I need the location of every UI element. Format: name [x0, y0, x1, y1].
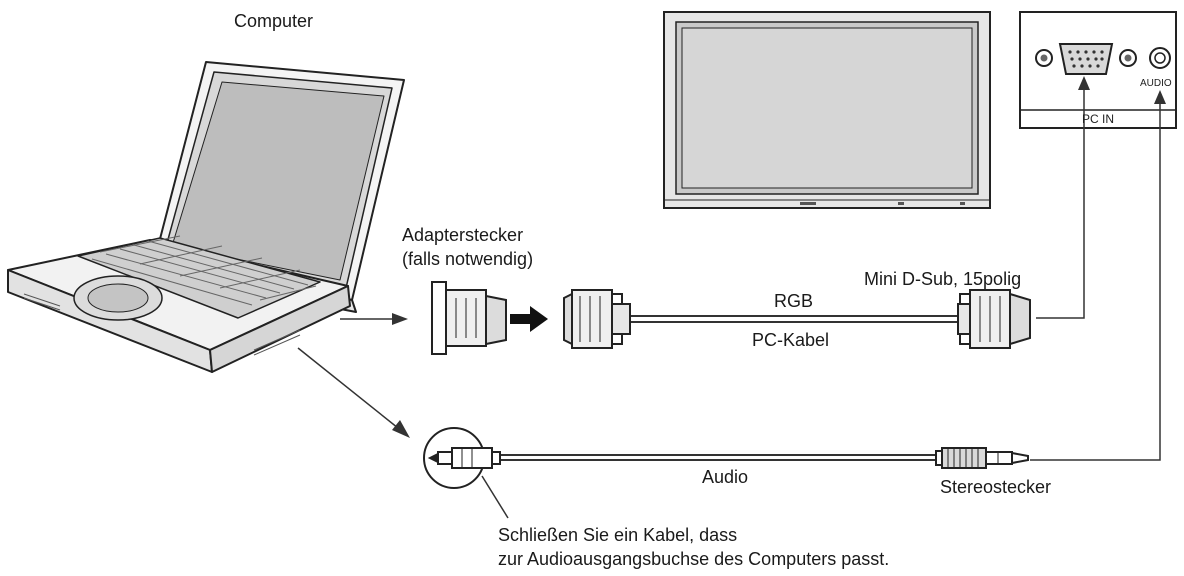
vga-plug-icon [563, 289, 631, 349]
stereo-plug-label: Stereostecker [940, 477, 1052, 497]
audio-port-label: AUDIO [1140, 78, 1172, 89]
audio-link-line [1030, 100, 1161, 461]
vga-link-line [1036, 84, 1085, 319]
adapter-label-line2: (falls notwendig) [402, 249, 534, 269]
note-line1: Schließen Sie ein Kabel, dass [498, 525, 738, 545]
vga-plug-icon [957, 289, 1031, 349]
computer-label: Computer [234, 11, 314, 31]
audio-jack-icon [935, 447, 1029, 469]
arrow-icon [510, 306, 548, 332]
pc-in-label: PC IN [1082, 112, 1115, 126]
rgb-cable [630, 315, 958, 323]
mini-dsub-label: Mini D-Sub, 15polig [864, 269, 1022, 289]
laptop-icon [7, 61, 405, 373]
audio-cable [498, 454, 936, 461]
arrow-icon [1154, 90, 1166, 104]
arrow-icon [1078, 76, 1090, 90]
arrow-icon [340, 313, 408, 325]
connector-panel-icon [1019, 11, 1177, 129]
display-icon [663, 11, 991, 209]
rgb-label: RGB [774, 291, 814, 311]
arrow-icon [297, 347, 410, 438]
audio-label: Audio [702, 467, 749, 487]
adapter-label-line1: Adapterstecker [402, 225, 524, 245]
note-leader-line [481, 475, 509, 519]
adapter-plug-icon [431, 281, 507, 355]
pc-cable-label: PC-Kabel [752, 330, 830, 350]
note-line2: zur Audioausgangsbuchse des Computers pa… [498, 549, 890, 569]
audio-jack-icon [423, 427, 501, 489]
